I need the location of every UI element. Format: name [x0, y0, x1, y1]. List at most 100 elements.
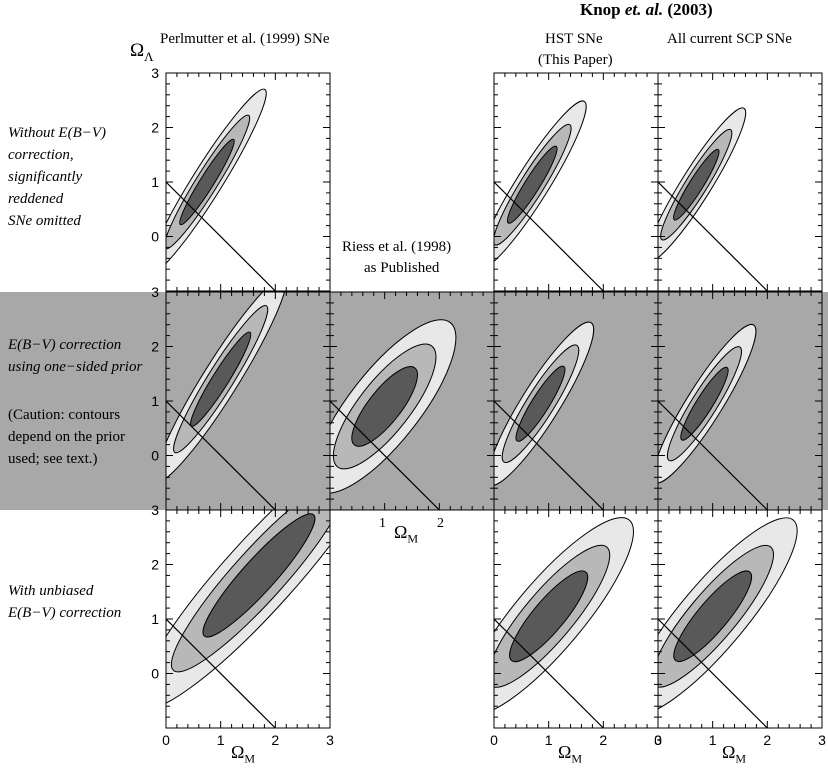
row2-line-1: E(B−V) correction — [8, 337, 122, 353]
x-tick-label: 1 — [545, 732, 553, 748]
y-axis-symbol: Ω — [130, 40, 145, 61]
flat-universe-line — [494, 400, 604, 510]
row3-line-1: With unbiased — [8, 583, 94, 599]
contour-panel — [329, 291, 495, 511]
y-tick-label: 0 — [151, 666, 159, 682]
y-axis-label: ΩΛ — [130, 40, 154, 64]
riess-x-subscript: M — [407, 531, 419, 546]
contour-68-ellipse — [351, 366, 418, 447]
contour-68-ellipse — [673, 570, 753, 663]
y-tick-label: 2 — [151, 120, 159, 136]
row1-line-3: significantly — [8, 169, 83, 185]
title-year: (2003) — [667, 0, 713, 19]
riess-x-axis-label: ΩM — [394, 522, 418, 546]
y-tick-label: 1 — [151, 393, 159, 409]
x-axis-label-col4: ΩM — [722, 742, 746, 766]
x-tick-label: 2 — [763, 732, 771, 748]
y-tick-label: 0 — [151, 448, 159, 464]
contour-68-ellipse — [515, 365, 566, 442]
x-tick-label: 0 — [654, 732, 662, 748]
contour-68-ellipse — [509, 570, 589, 663]
row2-note-3: used; see text.) — [8, 451, 98, 467]
figure-title: Knop et. al. (2003) — [580, 0, 713, 20]
x-tick-label: 1 — [709, 732, 717, 748]
flat-universe-line — [166, 181, 276, 291]
contour-panel — [657, 291, 823, 511]
title-author: Knop — [580, 0, 621, 19]
row1-line-2: correction, — [8, 147, 74, 163]
column-title-riess-2: as Published — [364, 260, 440, 276]
x-tick-label: 3 — [654, 732, 662, 748]
panel-frame — [657, 291, 823, 511]
x-tick-label: 0 — [162, 732, 170, 748]
flat-universe-line — [658, 181, 768, 291]
y-tick-label: 0 — [151, 229, 159, 245]
contour-panel — [657, 72, 823, 292]
x-axis-label-col3: ΩM — [558, 742, 582, 766]
x-tick-label: 0 — [490, 732, 498, 748]
x-symbol-col4: Ω — [722, 742, 736, 762]
contour-panel — [493, 509, 659, 729]
row-label-3: With unbiased E(B−V) correction — [8, 580, 121, 624]
y-tick-label: 1 — [151, 174, 159, 190]
flat-universe-line — [658, 400, 768, 510]
row2-note-2: depend on the prior — [8, 429, 126, 445]
y-tick-label: 3 — [151, 65, 159, 81]
flat-universe-line — [494, 181, 604, 291]
contour-panel — [493, 72, 659, 292]
y-tick-label: 3 — [151, 502, 159, 518]
row-label-1: Without E(B−V) correction, significantly… — [8, 122, 106, 232]
x-tick-label: 3 — [326, 732, 334, 748]
contour-panel — [657, 509, 823, 729]
title-etal: et. al. — [624, 0, 664, 19]
contour-68-ellipse — [673, 148, 720, 221]
contour-panel — [165, 509, 331, 729]
contour-panel — [165, 72, 331, 292]
contour-68-ellipse — [190, 331, 252, 427]
flat-universe-line — [494, 618, 604, 728]
x-subscript-col4: M — [735, 751, 747, 766]
contour-panel — [165, 291, 331, 511]
row1-line-1: Without E(B−V) — [8, 125, 107, 141]
x-tick-label: 2 — [599, 732, 607, 748]
y-tick-label: 3 — [151, 284, 159, 300]
y-tick-label: 2 — [151, 557, 159, 573]
x-tick-label: 3 — [818, 732, 826, 748]
contour-panel — [493, 291, 659, 511]
contour-68-ellipse — [179, 138, 235, 226]
y-tick-label: 1 — [151, 611, 159, 627]
contour-68-ellipse — [202, 513, 316, 638]
row1-line-4: reddened — [8, 191, 64, 207]
flat-universe-line — [658, 618, 768, 728]
row2-line-2: using one−sided prior — [8, 359, 143, 375]
panel-frame — [493, 291, 659, 511]
x-tick-label: 2 — [271, 732, 279, 748]
riess-x-tick-1: 1 — [379, 516, 386, 531]
riess-x-symbol: Ω — [394, 522, 408, 542]
row3-line-2: E(B−V) correction — [8, 605, 122, 621]
x-symbol-col1: Ω — [231, 742, 245, 762]
x-tick-label: 1 — [217, 732, 225, 748]
flat-universe-line — [166, 400, 276, 510]
column-title-hst-1: HST SNe — [545, 31, 603, 47]
row2-note-1: (Caution: contours — [8, 407, 121, 423]
column-title-hst-2: (This Paper) — [538, 52, 613, 68]
riess-x-tick-2: 2 — [437, 516, 444, 531]
column-title-perlmutter: Perlmutter et al. (1999) SNe — [160, 31, 330, 47]
column-title-allscp: All current SCP SNe — [667, 31, 792, 47]
column-title-riess-1: Riess et al. (1998) — [342, 239, 452, 255]
row-note-2: (Caution: contours depend on the prior u… — [8, 404, 125, 470]
flat-universe-line — [330, 400, 440, 510]
row-label-2: E(B−V) correction using one−sided prior — [8, 334, 142, 378]
y-tick-label: 2 — [151, 339, 159, 355]
row1-line-5: SNe omitted — [8, 213, 81, 229]
contour-68-ellipse — [680, 366, 729, 441]
y-axis-subscript: Λ — [144, 48, 154, 64]
x-axis-label-col1: ΩM — [231, 742, 255, 766]
x-subscript-col1: M — [244, 751, 256, 766]
x-subscript-col3: M — [571, 751, 583, 766]
flat-universe-line — [166, 618, 276, 728]
x-symbol-col3: Ω — [558, 742, 572, 762]
contour-68-ellipse — [506, 145, 558, 224]
